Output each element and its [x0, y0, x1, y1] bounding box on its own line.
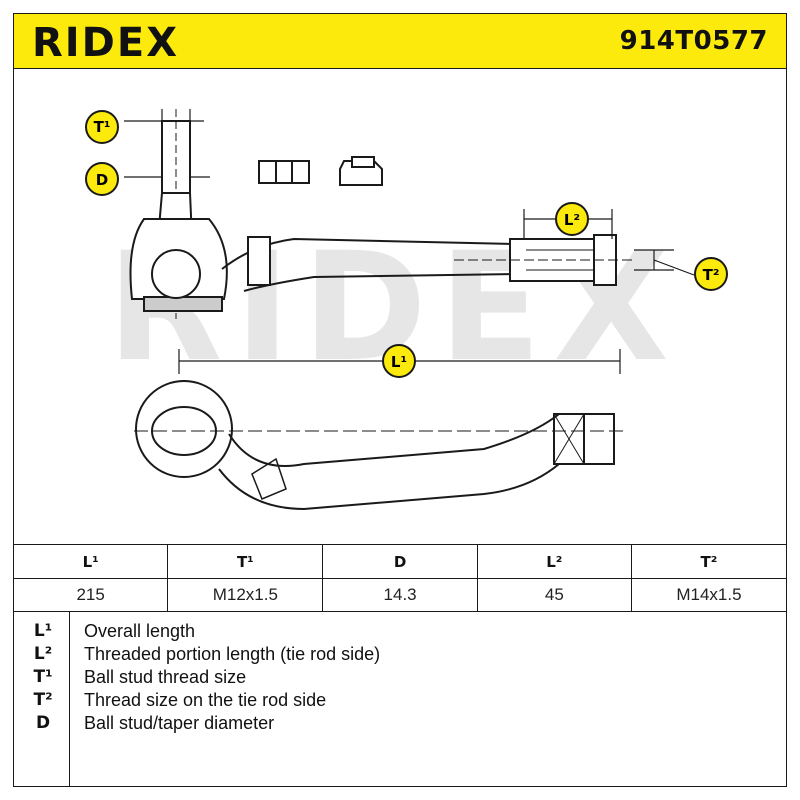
badge-t2: T²	[694, 257, 728, 291]
header-bar: RIDEX 914T0577	[14, 14, 786, 69]
spec-header-l1: L¹	[14, 544, 169, 579]
spec-header-row: L¹ T¹ D L² T²	[14, 544, 786, 579]
legend-item: D Ball stud/taper diameter	[14, 713, 786, 735]
brand-logo: RIDEX	[32, 20, 180, 66]
spec-header-d: D	[322, 544, 478, 579]
legend-key: L²	[33, 644, 53, 664]
badge-l2: L²	[555, 202, 589, 236]
legend-item: L² Threaded portion length (tie rod side…	[14, 644, 786, 666]
badge-d-label: D	[96, 171, 108, 189]
spec-header-l2: L²	[477, 544, 632, 579]
legend-item: L¹ Overall length	[14, 621, 786, 643]
legend-key: D	[35, 713, 51, 733]
bottom-view-part	[134, 380, 624, 511]
part-number: 914T0577	[619, 26, 768, 56]
spec-value-l1: 215	[14, 578, 169, 612]
legend-item: T¹ Ball stud thread size	[14, 667, 786, 689]
spec-value-row: 215 M12x1.5 14.3 45 M14x1.5	[14, 578, 786, 612]
spec-header-t2: T²	[631, 544, 786, 579]
legend-desc: Overall length	[84, 621, 196, 641]
badge-t1-label: T¹	[94, 118, 111, 136]
legend-key: T¹	[33, 667, 53, 687]
spec-value-t1: M12x1.5	[167, 578, 324, 612]
spec-value-t2: M14x1.5	[631, 578, 786, 612]
legend-divider	[69, 611, 70, 787]
badge-l1-label: L¹	[391, 353, 407, 371]
spec-table: L¹ T¹ D L² T² 215 M12x1.5 14.3 45 M14x1.…	[14, 544, 786, 612]
legend-key: L¹	[33, 621, 53, 641]
legend-desc: Ball stud thread size	[84, 667, 247, 687]
spec-value-d: 14.3	[322, 578, 478, 612]
technical-drawing: RIDEX	[85, 109, 728, 511]
badge-l1: L¹	[382, 344, 416, 378]
nut-illustrations	[258, 156, 383, 186]
legend-desc: Threaded portion length (tie rod side)	[84, 644, 381, 664]
legend-desc: Ball stud/taper diameter	[84, 713, 275, 733]
legend: L¹ Overall length L² Threaded portion le…	[14, 611, 786, 787]
badge-t2-label: T²	[703, 266, 720, 284]
badge-t1: T¹	[85, 110, 119, 144]
badge-l2-label: L²	[564, 211, 580, 229]
spec-value-l2: 45	[477, 578, 632, 612]
spec-header-t1: T¹	[167, 544, 324, 579]
legend-item: T² Thread size on the tie rod side	[14, 690, 786, 712]
legend-key: T²	[33, 690, 53, 710]
top-view-part	[129, 109, 634, 319]
legend-desc: Thread size on the tie rod side	[84, 690, 327, 710]
badge-d: D	[85, 162, 119, 196]
product-sheet: RIDEX 914T0577 RIDEX	[13, 13, 787, 787]
